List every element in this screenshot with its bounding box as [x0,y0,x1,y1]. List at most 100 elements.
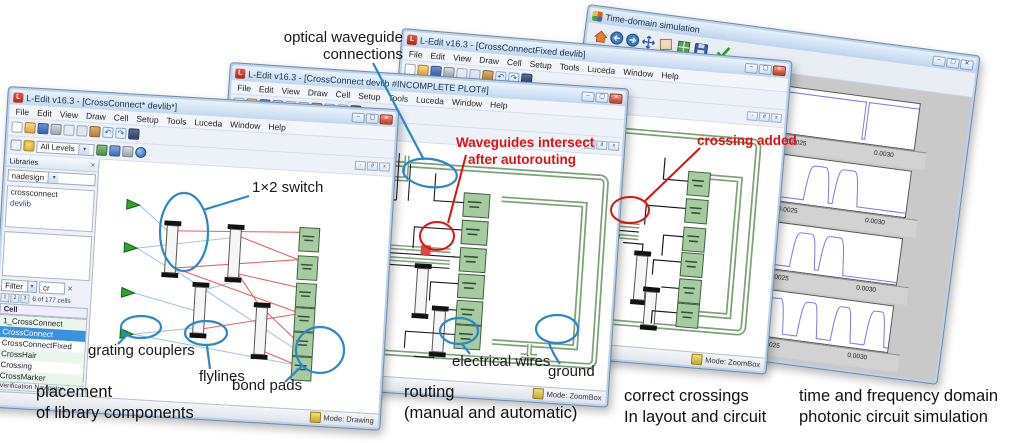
lightbulb-icon[interactable] [23,140,35,152]
page-2-button[interactable]: 2 [10,293,20,304]
mdi-close-button[interactable]: x [770,113,783,124]
mdi-close-button[interactable]: x [607,141,620,151]
electrical-wires-label: electrical wires [452,353,551,370]
minimize-button[interactable]: – [931,55,947,67]
menu-view[interactable]: View [59,108,79,120]
print-icon[interactable] [50,123,62,136]
cell-list[interactable]: 1_CrossConnect CrossConnect CrossConnect… [0,313,88,386]
menu-tools[interactable]: Tools [166,114,187,127]
maximize-button[interactable]: ▢ [758,63,773,75]
mdi-minimize-button[interactable]: - [746,111,759,122]
levels-value: All Levels [40,142,75,154]
filter-input[interactable]: cr [38,281,66,295]
undo-icon[interactable]: ↶ [102,126,114,139]
library-list[interactable]: crossconnect devlib [4,185,95,233]
menu-luceda[interactable]: Luceda [587,63,616,76]
close-button[interactable]: ✕ [379,113,393,125]
menu-cell[interactable]: Cell [506,56,523,68]
save-icon[interactable] [37,122,49,135]
menu-window[interactable]: Window [229,118,261,131]
find-icon[interactable] [128,128,140,140]
page-1-button[interactable]: 1 [0,292,10,303]
levels-dropdown[interactable]: All Levels▼ [36,140,95,156]
new-file-icon[interactable] [11,121,23,133]
minimize-button[interactable]: – [744,62,759,74]
filter-value: cr [42,282,51,293]
menu-window[interactable]: Window [622,66,654,79]
caption-routing: routing(manual and automatic) [404,383,578,422]
menu-edit[interactable]: Edit [430,50,446,62]
panel-close-icon[interactable]: ✕ [90,162,96,169]
bond-pads [675,170,712,329]
menu-luceda[interactable]: Luceda [194,116,223,129]
layers-green-icon[interactable] [96,144,108,156]
redo-icon[interactable]: ↷ [115,127,127,140]
ledit-app-icon: L [406,33,418,45]
mdi-restore-button[interactable]: ∂ [366,161,379,172]
close-button[interactable]: ✕ [609,92,623,104]
menu-edit[interactable]: Edit [36,107,53,119]
menu-file[interactable]: File [15,105,30,117]
open-icon[interactable] [24,122,36,134]
menu-tools[interactable]: Tools [559,60,580,73]
menu-cell[interactable]: Cell [335,88,351,100]
menu-help[interactable]: Help [660,69,680,81]
internet-icon[interactable] [134,146,147,159]
zoom-box-icon[interactable] [10,139,22,151]
menu-setup[interactable]: Setup [357,90,381,102]
ground-label: ground [548,363,595,380]
flylines-label: flylines [199,368,245,385]
mdi-restore-button[interactable]: ∂ [758,112,771,123]
menu-edit[interactable]: Edit [258,83,274,95]
menu-help[interactable]: Help [489,98,508,110]
tick-label: 0.0030 [846,351,868,362]
paste-icon[interactable] [89,125,101,138]
maximize-button[interactable]: ▢ [945,56,961,69]
waveguides-intersect-label-line1: Waveguides intersect [456,135,595,150]
page-3-button[interactable]: 3 [20,294,30,304]
switch-component [629,250,661,331]
maximize-button[interactable]: ▢ [365,112,380,124]
cut-icon[interactable] [63,124,75,137]
tick-label: 0.0030 [855,284,877,295]
library-list-empty[interactable] [1,231,93,282]
menu-luceda[interactable]: Luceda [415,93,445,106]
menu-draw[interactable]: Draw [85,110,107,122]
minimize-button[interactable]: – [351,111,366,123]
print-preview-icon[interactable] [121,145,134,158]
close-button[interactable]: ✕ [959,58,974,71]
menu-help[interactable]: Help [268,121,287,133]
menu-view[interactable]: View [452,51,472,64]
menu-draw[interactable]: Draw [478,54,500,66]
switch-label: 1×2 switch [252,179,324,196]
menu-cell[interactable]: Cell [113,111,129,123]
intersection-marker [420,244,432,256]
layers-blue-icon[interactable] [109,145,121,157]
libraries-panel: Libraries✕ nadesign▼ crossconnect devlib… [0,154,100,397]
filter-dropdown[interactable]: Filter▼ [0,278,38,294]
mdi-close-button[interactable]: x [378,162,391,172]
menu-window[interactable]: Window [451,96,483,109]
menu-setup[interactable]: Setup [136,113,159,125]
menu-draw[interactable]: Draw [307,86,328,99]
crossing-added-label: crossing added [697,133,797,148]
menu-setup[interactable]: Setup [529,58,553,71]
menu-view[interactable]: View [281,84,301,97]
menu-file[interactable]: File [237,82,252,93]
close-button[interactable]: ✕ [772,64,787,76]
mode-text: Mode: Drawing [323,413,375,426]
tick-label: 0.0030 [873,149,895,160]
menu-file[interactable]: File [408,48,423,60]
copy-icon[interactable] [76,125,88,137]
minimize-button[interactable]: – [581,90,595,102]
menu-tools[interactable]: Tools [388,92,409,104]
bond-pads-label: bond pads [232,377,303,394]
filter-clear-icon[interactable]: ✕ [66,285,74,294]
mdi-restore-button[interactable]: ∂ [596,140,608,151]
maximize-button[interactable]: ▢ [595,91,609,103]
mdi-minimize-button[interactable]: - [354,160,367,171]
design-dropdown[interactable]: nadesign▼ [7,169,96,187]
